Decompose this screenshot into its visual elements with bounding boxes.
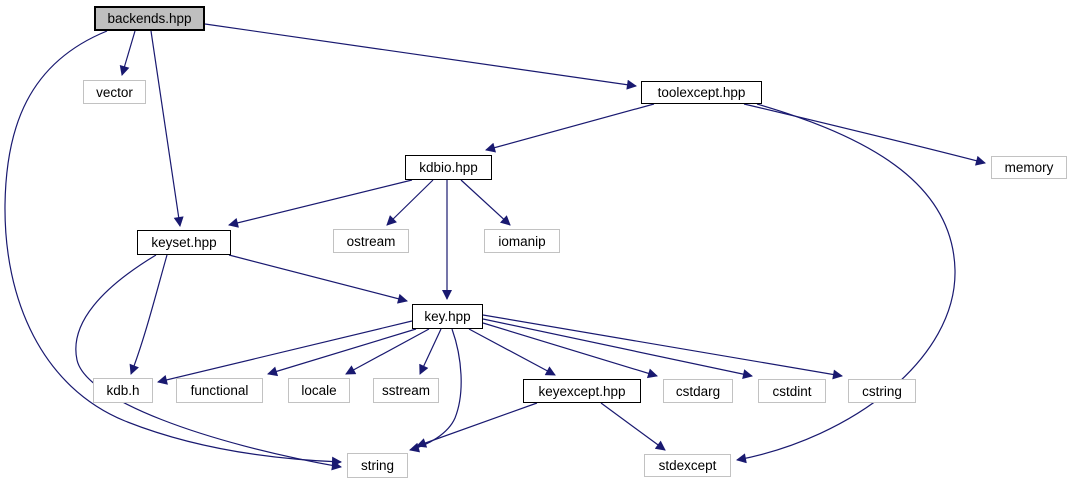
edge-kdbio.hpp-to-keyset.hpp — [228, 179, 413, 228]
node-vector: vector — [83, 80, 146, 104]
node-cstdarg: cstdarg — [663, 379, 733, 403]
edge-backends.hpp-to-string — [4, 30, 342, 467]
node-sstream: sstream — [373, 378, 439, 403]
edge-backends.hpp-to-toolexcept.hpp — [204, 23, 637, 90]
edge-toolexcept.hpp-to-kdbio.hpp — [485, 103, 655, 153]
node-stdexcept: stdexcept — [644, 454, 731, 477]
edge-keyexcept.hpp-to-stdexcept — [600, 402, 666, 451]
node-memory: memory — [991, 156, 1067, 179]
node-cstring: cstring — [848, 379, 916, 403]
edge-key.hpp-to-cstdarg — [482, 322, 658, 379]
node-iomanip: iomanip — [484, 229, 560, 253]
node-key-hpp[interactable]: key.hpp — [412, 304, 483, 329]
edge-toolexcept.hpp-to-stdexcept — [736, 103, 956, 464]
node-locale: locale — [288, 378, 350, 403]
node-kdb-h: kdb.h — [93, 378, 153, 403]
edge-key.hpp-to-cstring — [482, 314, 843, 380]
edge-kdbio.hpp-to-ostream — [386, 179, 434, 226]
edge-kdbio.hpp-to-iomanip — [460, 179, 511, 226]
edge-key.hpp-to-cstdint — [482, 318, 753, 380]
edge-key.hpp-to-string — [409, 328, 462, 453]
node-keyexcept-hpp[interactable]: keyexcept.hpp — [523, 379, 641, 403]
edge-key.hpp-to-locale — [345, 328, 430, 375]
edge-keyexcept.hpp-to-string — [416, 402, 538, 448]
edge-toolexcept.hpp-to-memory — [743, 103, 986, 166]
edge-keyset.hpp-to-kdb.h — [129, 254, 168, 375]
node-backends-hpp: backends.hpp — [94, 6, 205, 31]
node-ostream: ostream — [333, 229, 409, 253]
node-toolexcept-hpp[interactable]: toolexcept.hpp — [641, 81, 762, 104]
edge-key.hpp-to-functional — [267, 328, 417, 377]
node-functional: functional — [176, 378, 263, 403]
edge-keyset.hpp-to-key.hpp — [228, 254, 408, 304]
edge-backends.hpp-to-vector — [119, 30, 136, 76]
edge-backends.hpp-to-keyset.hpp — [150, 30, 184, 227]
node-string: string — [347, 453, 408, 478]
edge-key.hpp-to-kdb.h — [157, 320, 413, 385]
node-kdbio-hpp[interactable]: kdbio.hpp — [405, 155, 492, 180]
node-keyset-hpp[interactable]: keyset.hpp — [137, 230, 231, 255]
edge-key.hpp-to-keyexcept.hpp — [468, 328, 556, 376]
edge-key.hpp-to-sstream — [419, 328, 442, 375]
edge-keyset.hpp-to-string — [75, 254, 342, 471]
node-cstdint: cstdint — [758, 379, 826, 403]
